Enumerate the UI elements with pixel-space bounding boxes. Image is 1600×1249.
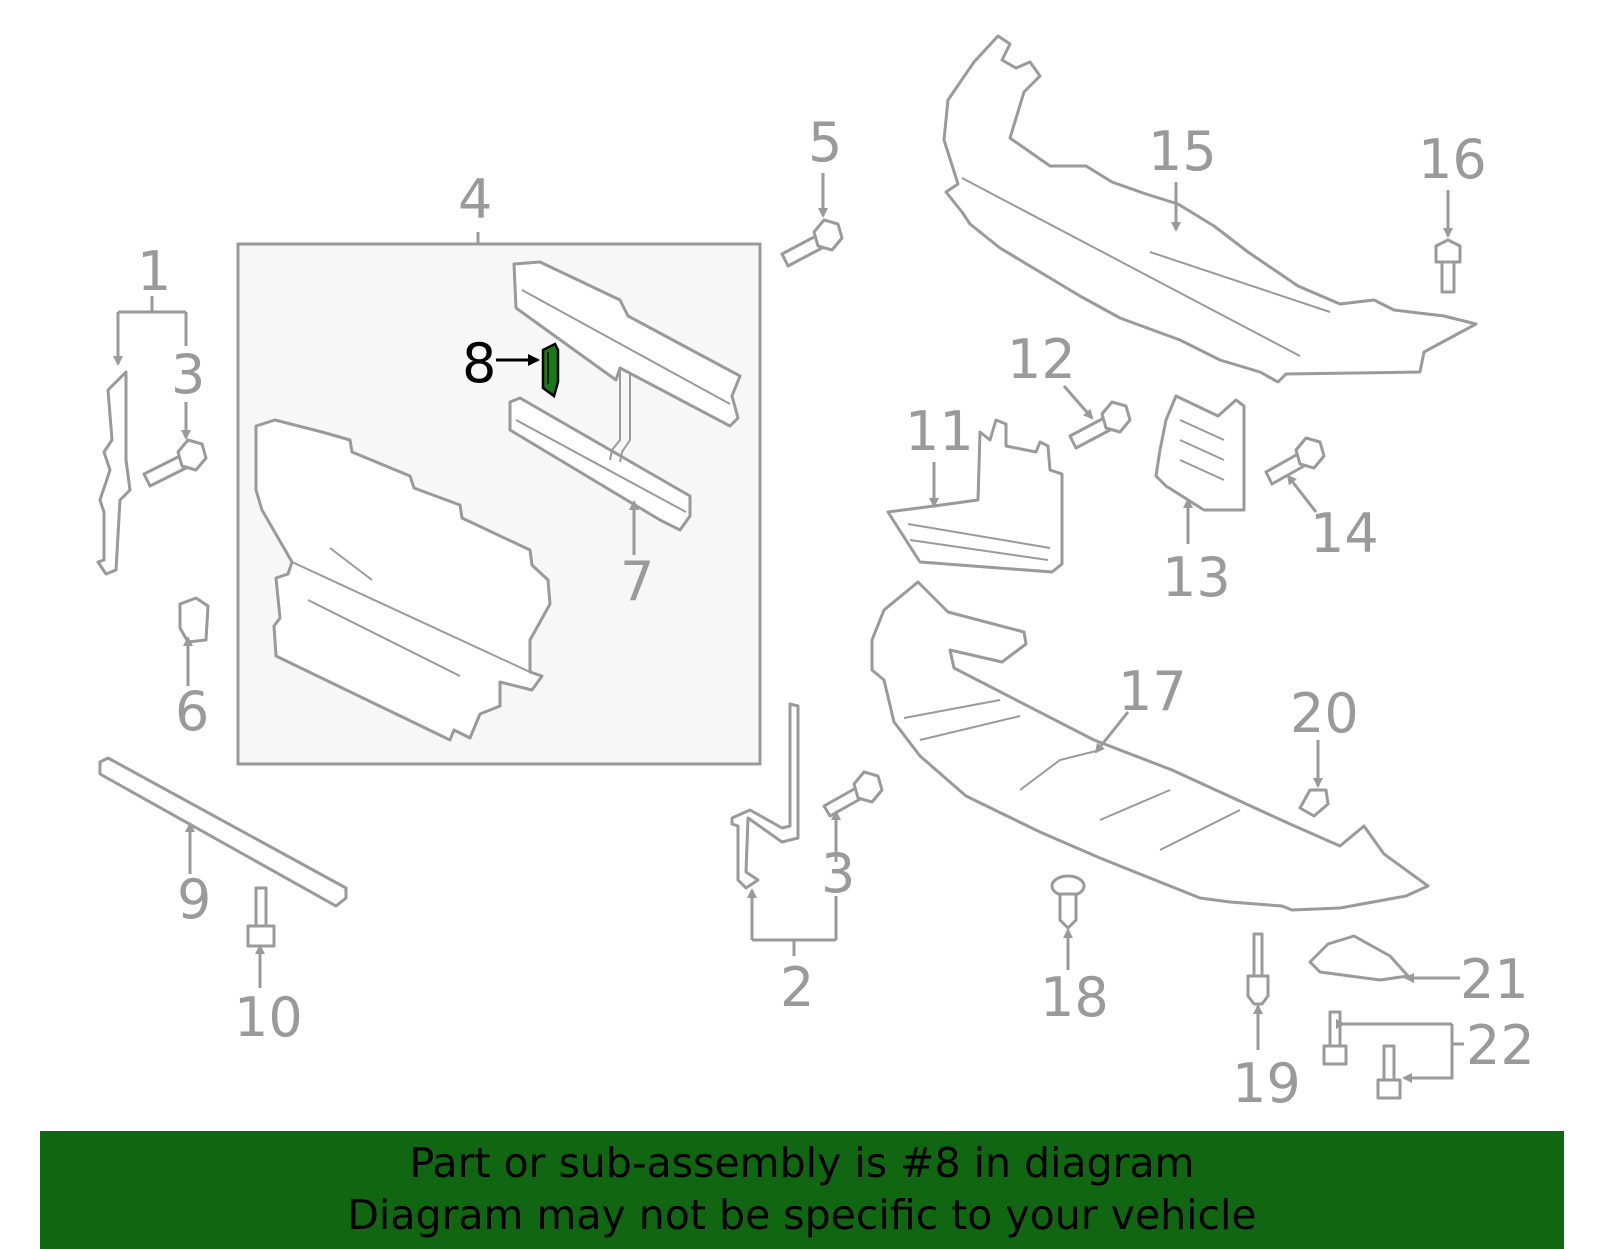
part-20-clip[interactable] (1298, 788, 1330, 818)
part-3-bolt-lower[interactable] (822, 770, 884, 818)
part-4-shutter-housing[interactable] (254, 418, 552, 742)
part-22-bolts[interactable] (1322, 1010, 1402, 1100)
callout-19: 19 (1232, 1052, 1301, 1115)
callout-10: 10 (234, 986, 303, 1049)
part-18-pin[interactable] (1050, 874, 1086, 930)
part-9-seal[interactable] (98, 756, 348, 908)
part-21-deflector[interactable] (1308, 934, 1410, 982)
callout-20: 20 (1290, 682, 1359, 745)
callout-17: 17 (1118, 660, 1187, 723)
part-19-pin[interactable] (1246, 932, 1270, 1006)
part-14-bolt[interactable] (1264, 436, 1326, 486)
callout-13: 13 (1162, 546, 1231, 609)
part-13-bracket[interactable] (1154, 394, 1246, 512)
part-3-bolt-upper[interactable] (142, 438, 208, 488)
callout-18: 18 (1040, 966, 1109, 1029)
callout-2: 2 (780, 956, 814, 1019)
part-7-shutter-frame[interactable] (508, 260, 742, 532)
callout-16: 16 (1418, 128, 1487, 191)
callout-14: 14 (1310, 502, 1379, 565)
callout-15: 15 (1148, 120, 1217, 183)
callout-11: 11 (905, 400, 974, 463)
callout-22: 22 (1466, 1014, 1535, 1077)
callout-7: 7 (620, 550, 654, 613)
callout-3-upper: 3 (171, 343, 205, 406)
callout-9: 9 (177, 868, 211, 931)
callout-3-lower: 3 (821, 842, 855, 905)
callout-12: 12 (1007, 328, 1076, 391)
callout-4: 4 (458, 168, 492, 231)
callout-1: 1 (137, 240, 171, 303)
callout-6: 6 (175, 680, 209, 743)
caption-banner: Part or sub-assembly is #8 in diagram Di… (40, 1131, 1564, 1249)
part-15-reinforcement[interactable] (942, 34, 1478, 384)
part-11-deflector[interactable] (886, 418, 1064, 574)
caption-line-1: Part or sub-assembly is #8 in diagram (409, 1139, 1195, 1187)
part-16-bolt[interactable] (1434, 238, 1462, 294)
callout-21: 21 (1460, 948, 1529, 1011)
part-12-bolt[interactable] (1068, 400, 1132, 450)
part-17-splash-shield[interactable] (870, 580, 1430, 912)
part-6-clip[interactable] (178, 596, 210, 644)
part-10-bolt[interactable] (246, 886, 276, 948)
part-2-bracket[interactable] (730, 702, 800, 890)
callout-8: 8 (462, 332, 496, 395)
part-8-highlighted[interactable] (541, 342, 560, 399)
leader-lines (118, 173, 1464, 1078)
callout-5: 5 (808, 111, 842, 174)
caption-line-2: Diagram may not be specific to your vehi… (347, 1191, 1257, 1239)
part-5-bolt[interactable] (780, 218, 844, 268)
part-1-bracket[interactable] (96, 370, 132, 576)
